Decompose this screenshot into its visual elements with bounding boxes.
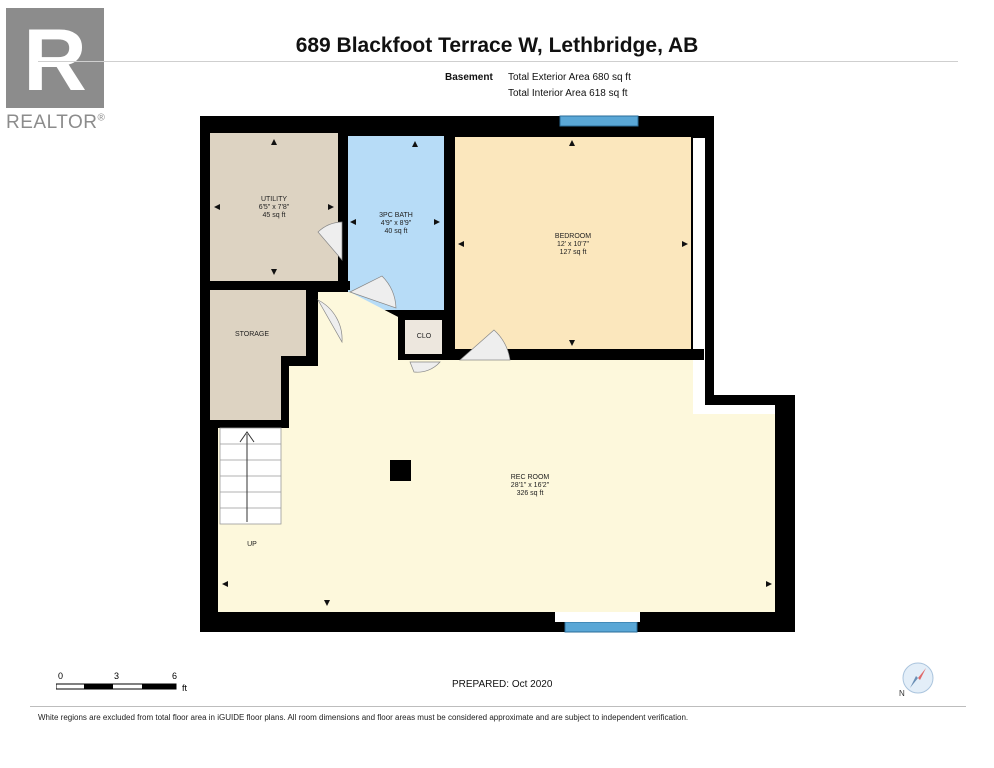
- wall-storage-right: [306, 290, 318, 366]
- bath-room: [348, 136, 444, 310]
- scale-tick-6: 6: [172, 671, 177, 681]
- window-gap-bottom: [555, 612, 640, 622]
- wall-utility-bottom: [210, 281, 350, 290]
- storage-name: STORAGE: [235, 331, 269, 338]
- logo-badge: R: [6, 8, 104, 109]
- window-bottom: [565, 622, 637, 632]
- support-column: [390, 460, 411, 481]
- floor-level-label: Basement: [445, 72, 493, 83]
- door-utility: [317, 221, 343, 261]
- wall-closet-left: [398, 312, 405, 360]
- stairs-up-label: UP: [247, 541, 257, 548]
- utility-name: UTILITY: [261, 196, 287, 203]
- window-top-frame: [559, 115, 639, 127]
- door-bath: [349, 275, 397, 309]
- footer-divider: [30, 706, 966, 707]
- prepared-date: PREPARED: Oct 2020: [452, 679, 553, 690]
- rec-area: 326 sq ft: [517, 490, 544, 497]
- door-bedroom: [459, 329, 511, 361]
- closet-room: [405, 320, 442, 354]
- bedroom-area: 127 sq ft: [560, 249, 587, 256]
- bedroom-name: BEDROOM: [555, 233, 591, 240]
- exterior-area-text: Total Exterior Area 680 sq ft: [508, 72, 631, 83]
- scale-unit: ft: [182, 683, 188, 693]
- rec-name: REC ROOM: [511, 474, 550, 481]
- interior-area-text: Total Interior Area 618 sq ft: [508, 88, 628, 99]
- wall-utility-bath: [338, 130, 348, 292]
- logo-letter: R: [23, 10, 87, 108]
- logo-wordmark: REALTOR®: [6, 112, 126, 134]
- scale-tick-0: 0: [58, 671, 63, 681]
- page-title: 689 Blackfoot Terrace W, Lethbridge, AB: [295, 34, 699, 57]
- bedroom-room: [455, 137, 691, 349]
- wall-bath-bedroom: [444, 130, 455, 360]
- utility-dims: 6'5" x 7'8": [259, 204, 290, 211]
- wall-stair-top: [210, 420, 289, 428]
- title-divider: [38, 61, 958, 62]
- disclaimer-text: White regions are excluded from total fl…: [38, 713, 689, 722]
- wall-bedroom-bottom: [442, 349, 704, 360]
- wall-closet-top: [398, 312, 444, 320]
- compass-label: N: [899, 689, 905, 698]
- scale-bar: 0 3 6 ft: [55, 670, 206, 700]
- dimension-markers: [214, 139, 772, 606]
- door-closet: [409, 361, 441, 373]
- bath-dims: 4'9" x 8'9": [381, 220, 412, 227]
- window-top: [560, 116, 638, 126]
- bath-name: 3PC BATH: [379, 212, 413, 219]
- logo-wordmark-text: REALTOR: [6, 112, 98, 133]
- utility-area: 45 sq ft: [263, 212, 286, 219]
- wall-closet-bottom: [398, 354, 444, 360]
- compass-icon: N: [899, 662, 934, 698]
- compass: N: [896, 660, 936, 700]
- logo-r-icon: R: [23, 10, 87, 109]
- scale-ruler-icon: 0 3 6 ft: [55, 671, 188, 693]
- wall-storage-step: [281, 356, 318, 366]
- utility-room: [210, 133, 338, 281]
- realtor-logo: R REALTOR®: [6, 8, 118, 134]
- closet-name: CLO: [417, 333, 432, 340]
- scale-tick-3: 3: [114, 671, 119, 681]
- rec-room: [218, 292, 775, 612]
- bath-area: 40 sq ft: [385, 228, 408, 235]
- excluded-region: [693, 138, 775, 414]
- logo-trademark: ®: [97, 112, 106, 124]
- staircase: [219, 427, 282, 525]
- storage-room: [210, 290, 306, 420]
- door-storage: [317, 299, 343, 344]
- bedroom-dims: 12' x 10'7": [557, 241, 590, 248]
- rec-dims: 28'1" x 16'2": [511, 482, 550, 489]
- wall-stair-right: [281, 366, 289, 420]
